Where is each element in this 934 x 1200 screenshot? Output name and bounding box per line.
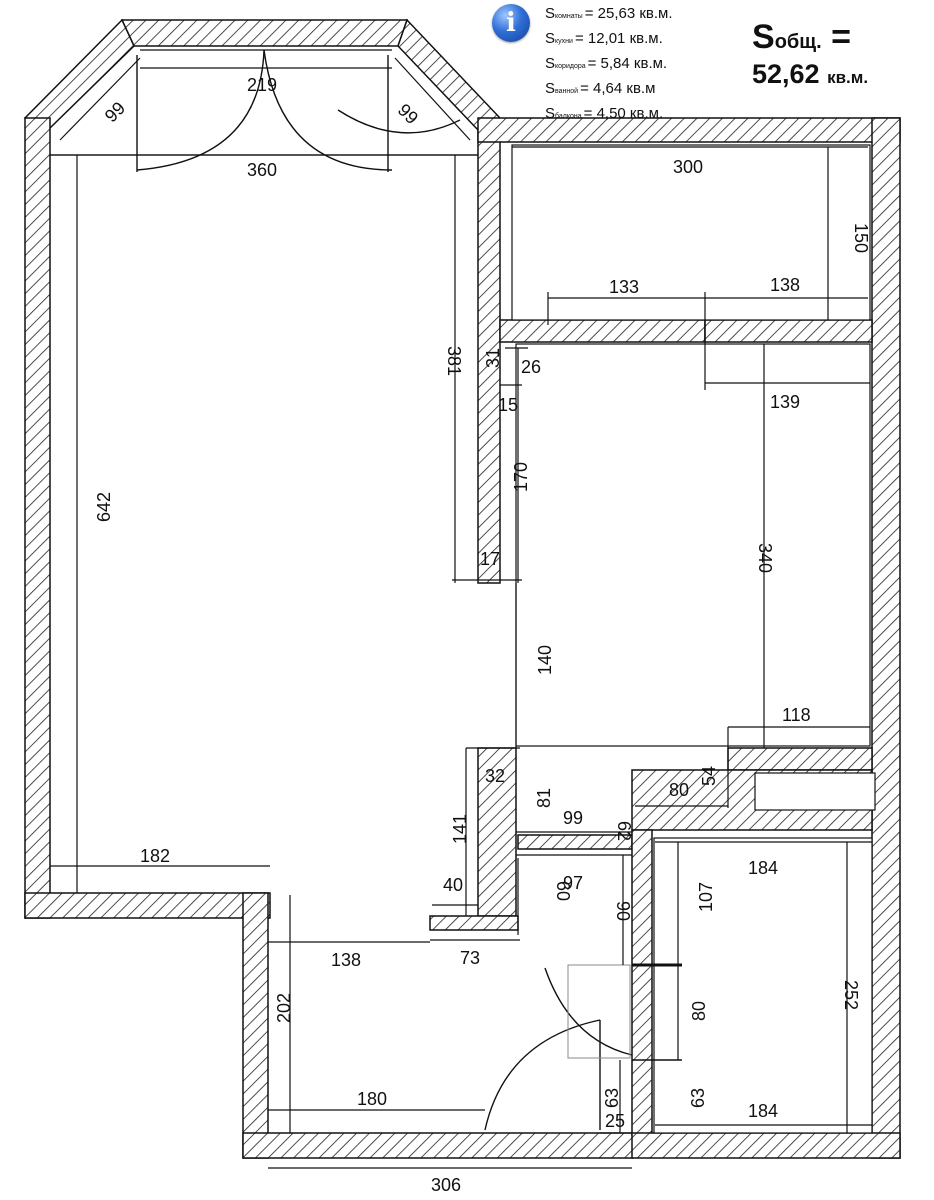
door-swing-right	[337, 109, 461, 134]
dim-73: 73	[460, 948, 480, 968]
door-swings	[136, 49, 682, 1131]
dim-340: 340	[755, 543, 775, 573]
dim-15: 15	[498, 395, 518, 415]
wall-balcony-divider	[499, 319, 706, 343]
dim-63-hall: 63	[602, 1088, 622, 1108]
dim-80-bath: 80	[689, 1001, 709, 1021]
wall-bath-left	[631, 829, 653, 1136]
wall-kitchen-top	[477, 117, 901, 143]
wall-bay-top	[120, 19, 409, 47]
dim-300: 300	[673, 157, 703, 177]
dim-81: 81	[534, 788, 554, 808]
dim-184-top: 184	[748, 858, 778, 878]
total-area: Sобщ. = 52,62 кв.м.	[752, 18, 869, 89]
dim-31: 31	[483, 348, 503, 368]
dim-252: 252	[841, 980, 861, 1010]
wall-bath-bottom	[631, 1132, 901, 1159]
dim-219: 219	[247, 75, 277, 95]
dim-99-hall: 99	[563, 808, 583, 828]
entrance-door-swing	[484, 1019, 601, 1131]
dim-139: 139	[770, 392, 800, 412]
dim-140: 140	[535, 645, 555, 675]
dim-97: 97	[563, 873, 583, 893]
dim-26: 26	[521, 357, 541, 377]
wall-living-left	[24, 117, 51, 919]
dim-90: 90	[613, 901, 633, 921]
dim-182: 182	[140, 846, 170, 866]
wall-kitchen-bottom	[727, 747, 873, 771]
dim-40: 40	[443, 875, 463, 895]
wall-column-base	[429, 915, 519, 931]
dim-25: 25	[605, 1111, 625, 1131]
wall-right-outer	[871, 117, 901, 1159]
vent-box	[754, 772, 876, 811]
area-legend: Sкомнаты= 25,63 кв.м. Sкухни= 12,01 кв.м…	[545, 3, 673, 128]
dim-54: 54	[699, 766, 719, 786]
dimension-labels: 219 99 99 360 300 150 133 138 381 31 26 …	[94, 75, 871, 1195]
legend-row-balcony: Sбалкона= 4,50 кв.м.	[545, 105, 664, 122]
kitchen-room	[515, 343, 871, 747]
dim-133: 133	[609, 277, 639, 297]
door-swing-center	[263, 49, 393, 171]
dim-17: 17	[480, 549, 500, 569]
wall-column	[477, 747, 517, 917]
balcony-room	[511, 144, 871, 321]
dimension-lines	[50, 146, 872, 1169]
bath-room	[653, 837, 873, 1134]
legend-row-kitchen: Sкухни= 12,01 кв.м.	[545, 30, 663, 47]
wall-balcony-divider-right	[704, 319, 873, 343]
dim-62: 62	[614, 821, 634, 841]
dim-107: 107	[696, 882, 716, 912]
dim-184-bottom: 184	[748, 1101, 778, 1121]
dim-170: 170	[511, 462, 531, 492]
dim-99-right: 99	[394, 100, 422, 128]
total-area-value: 52,62 кв.м.	[752, 59, 869, 89]
dim-32: 32	[485, 766, 505, 786]
dim-150: 150	[851, 223, 871, 253]
bath-door-swing	[544, 967, 633, 1056]
dim-63-bath: 63	[688, 1088, 708, 1108]
legend-row-bath: Sванной= 4,64 кв.м	[545, 80, 656, 97]
dim-118: 118	[782, 705, 811, 725]
legend-row-hallway: Sкоридора= 5,84 кв.м.	[545, 55, 668, 72]
dim-202: 202	[274, 993, 294, 1023]
dim-138-hall: 138	[331, 950, 361, 970]
door-swing-left	[136, 49, 265, 171]
dim-306: 306	[431, 1175, 461, 1195]
dim-642: 642	[94, 492, 114, 522]
wall-hall-bottom	[242, 1132, 634, 1159]
dim-60: 60	[553, 881, 573, 901]
dim-141: 141	[450, 814, 470, 844]
wall-living-bottom	[24, 892, 271, 919]
dim-360: 360	[247, 160, 277, 180]
room-fills	[511, 144, 876, 1134]
dim-99-left: 99	[101, 98, 129, 126]
info-icon[interactable]: i	[492, 4, 530, 42]
dim-138-top: 138	[770, 275, 800, 295]
dim-180: 180	[357, 1089, 387, 1109]
dim-80-kitchen: 80	[669, 780, 689, 800]
dim-381: 381	[444, 346, 464, 376]
wall-hall-left	[242, 892, 269, 1159]
legend-row-room: Sкомнаты= 25,63 кв.м.	[545, 5, 673, 22]
